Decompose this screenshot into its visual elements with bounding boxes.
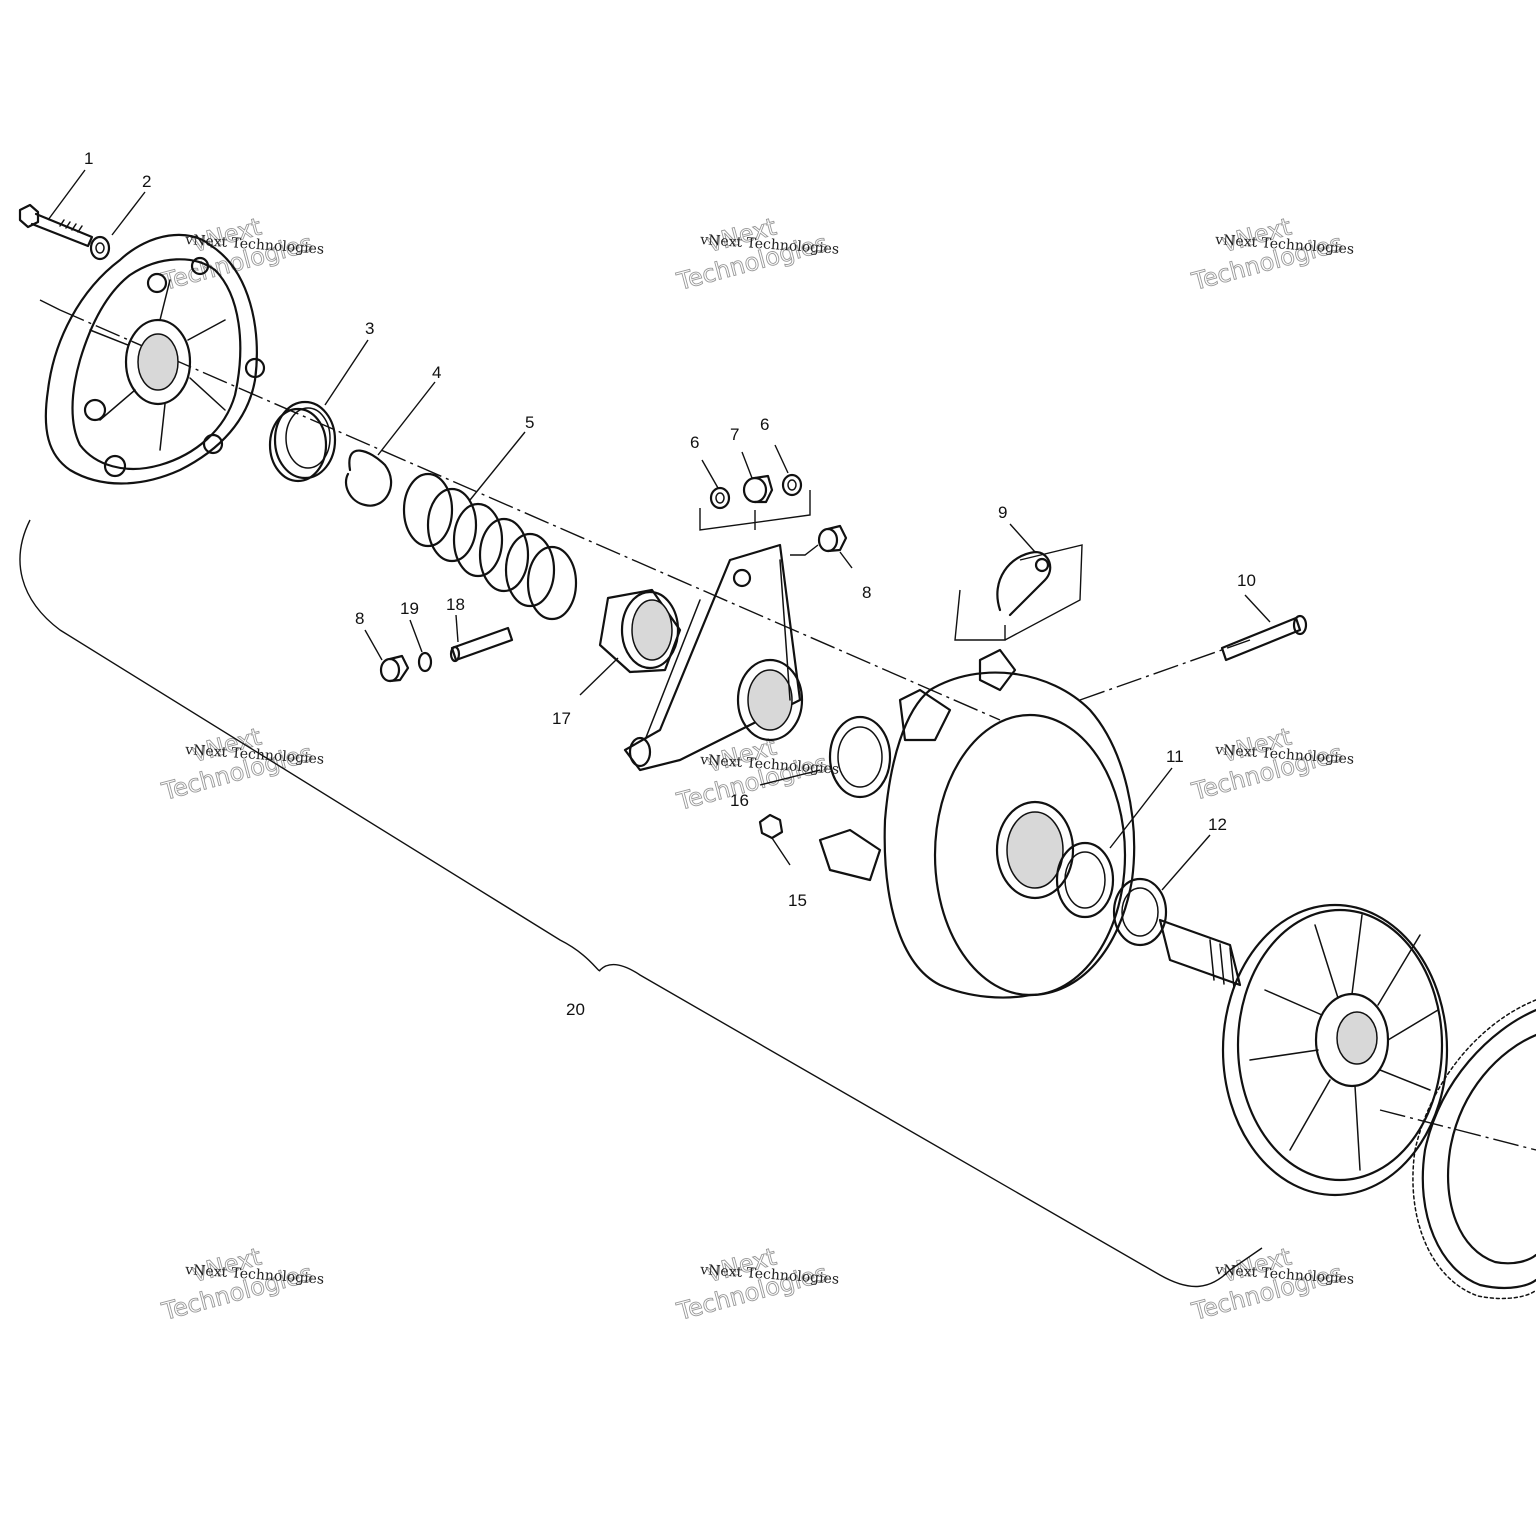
nut-part-15 [758, 813, 784, 840]
callout-11: 11 [1166, 747, 1184, 766]
callout-2: 2 [142, 172, 151, 191]
clip-part-9 [996, 550, 1052, 617]
bushing-part-7 [742, 474, 774, 504]
callout-10: 10 [1237, 571, 1256, 590]
callout-5: 5 [525, 413, 534, 432]
washer-part-6b [781, 473, 803, 497]
callout-20: 20 [566, 1000, 585, 1019]
washer-part-11 [1055, 841, 1115, 919]
bracket-8b [790, 544, 819, 556]
assembly-axis-line-2 [1379, 1109, 1536, 1151]
ring-gear [1412, 999, 1536, 1300]
washer-part-2 [89, 235, 111, 261]
bushing-ring-part-3 [268, 400, 337, 483]
pin-part-10 [1220, 614, 1308, 662]
roller-part-8a [379, 654, 410, 683]
bolt-part-1 [18, 203, 94, 248]
callout-7: 7 [730, 425, 739, 444]
callout-19: 19 [400, 599, 419, 618]
callout-labels: 1 2 3 4 5 6 7 6 8 9 10 8 19 18 17 16 15 … [84, 149, 1256, 1019]
callout-3: 3 [365, 319, 374, 338]
callout-8a: 8 [862, 583, 871, 602]
arm-assembly [623, 543, 804, 772]
callout-16: 16 [730, 791, 749, 810]
bracket-9 [954, 544, 1083, 641]
fixed-sheave-ribs [1249, 914, 1439, 1171]
callout-8b: 8 [355, 609, 364, 628]
bracket-6-7-6 [699, 490, 811, 531]
callout-17: 17 [552, 709, 571, 728]
callout-15: 15 [788, 891, 807, 910]
spider-part-17 [598, 588, 682, 674]
leader-lines [47, 169, 1271, 891]
group-brace-20 [19, 519, 1263, 1288]
oring-part-19 [417, 651, 433, 673]
callout-12: 12 [1208, 815, 1227, 834]
callout-6a: 6 [690, 433, 699, 452]
callout-1: 1 [84, 149, 93, 168]
washer-part-12 [1112, 877, 1168, 947]
moveable-sheave [818, 648, 1136, 999]
pin-part-18 [449, 626, 514, 663]
fixed-sheave [1158, 903, 1449, 1197]
callout-4: 4 [432, 363, 441, 382]
thrust-washer-part-16 [828, 715, 892, 799]
roller-part-8b [817, 524, 848, 553]
callout-9: 9 [998, 503, 1007, 522]
snap-ring-part-4 [344, 449, 393, 507]
callout-18: 18 [446, 595, 465, 614]
callout-6b: 6 [760, 415, 769, 434]
spring-part-5 [402, 472, 578, 621]
cover-housing [44, 233, 266, 485]
washer-part-6a [709, 486, 731, 510]
